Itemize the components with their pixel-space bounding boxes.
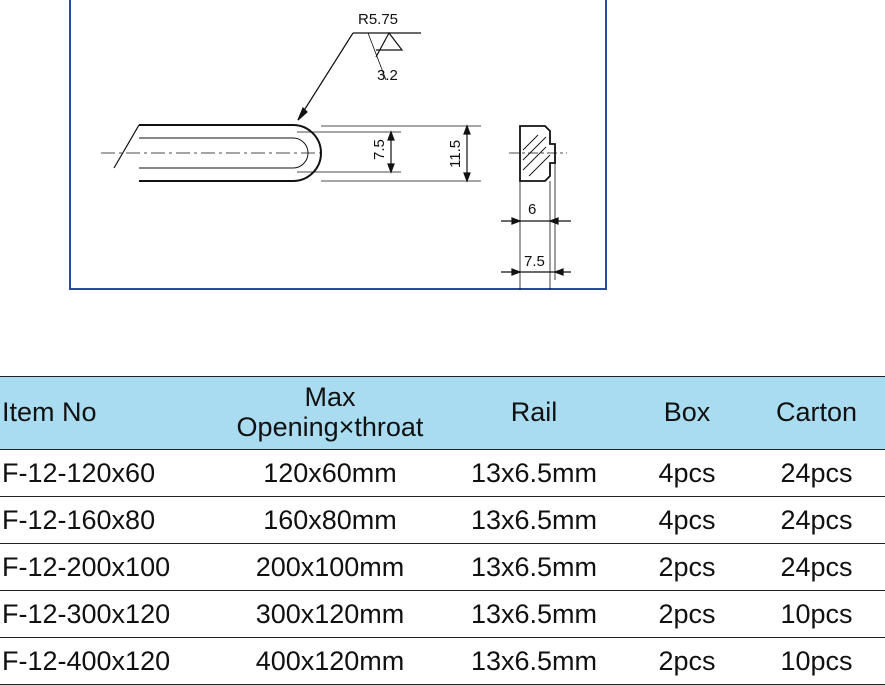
cell-carton: 10pcs (748, 590, 885, 638)
header-box: Box (626, 376, 748, 450)
drawing-svg: R5.75 3.2 7.5 11.5 6 7.5 (101, 11, 571, 290)
dim-outer-label: 11.5 (447, 140, 464, 168)
radius-label: R5.75 (358, 11, 398, 28)
cross-section (519, 125, 556, 182)
dim-wide-label: 7.5 (524, 253, 545, 270)
cell-item: F-12-200x100 (0, 543, 218, 591)
header-max-opening: Max Opening×throat (218, 376, 442, 450)
dim-outer-arrows (463, 124, 471, 183)
cell-rail: 13x6.5mm (442, 637, 626, 685)
header-item-no: Item No (0, 376, 218, 450)
cell-rail: 13x6.5mm (442, 496, 626, 544)
cell-box: 2pcs (626, 637, 748, 685)
cell-box: 4pcs (626, 449, 748, 497)
cell-opening: 300x120mm (218, 590, 442, 638)
radius-arrow (297, 106, 308, 121)
rail-break-line (113, 124, 140, 169)
cell-opening: 200x100mm (218, 543, 442, 591)
cell-item: F-12-400x120 (0, 637, 218, 685)
cell-item: F-12-300x120 (0, 590, 218, 638)
technical-drawing: R5.75 3.2 7.5 11.5 6 7.5 (69, 0, 607, 290)
table-row: F-12-120x60 120x60mm 13x6.5mm 4pcs 24pcs (0, 449, 885, 497)
cell-carton: 24pcs (748, 543, 885, 591)
header-rail: Rail (442, 376, 626, 450)
table-row: F-12-160x80 160x80mm 13x6.5mm 4pcs 24pcs (0, 496, 885, 544)
table-row: F-12-400x120 400x120mm 13x6.5mm 2pcs 10p… (0, 637, 885, 685)
cell-opening: 400x120mm (218, 637, 442, 685)
dim-inner-label: 7.5 (371, 139, 388, 160)
dim-narrow-label: 6 (528, 201, 536, 218)
cell-carton: 24pcs (748, 449, 885, 497)
dim-inner-arrows (387, 130, 395, 174)
cell-item: F-12-160x80 (0, 496, 218, 544)
roughness-leader (367, 32, 387, 81)
cross-section-hatch (522, 134, 551, 177)
cell-box: 4pcs (626, 496, 748, 544)
header-carton: Carton (748, 376, 885, 450)
table-row: F-12-300x120 300x120mm 13x6.5mm 2pcs 10p… (0, 590, 885, 638)
cell-rail: 13x6.5mm (442, 449, 626, 497)
cell-opening: 120x60mm (218, 449, 442, 497)
cell-rail: 13x6.5mm (442, 543, 626, 591)
table-header-row: Item No Max Opening×throat Rail Box Cart… (0, 376, 885, 450)
cell-opening: 160x80mm (218, 496, 442, 544)
dim-wide-arrows (511, 268, 564, 276)
header-max-line1: Max (304, 382, 356, 413)
cell-carton: 10pcs (748, 637, 885, 685)
cell-carton: 24pcs (748, 496, 885, 544)
cell-box: 2pcs (626, 590, 748, 638)
cell-item: F-12-120x60 (0, 449, 218, 497)
roughness-symbol (375, 31, 404, 58)
dim-narrow-arrows (511, 217, 559, 225)
roughness-label: 3.2 (377, 67, 398, 84)
cell-box: 2pcs (626, 543, 748, 591)
header-max-line2: Opening×throat (236, 412, 424, 442)
spec-table: Item No Max Opening×throat Rail Box Cart… (0, 376, 885, 685)
cell-rail: 13x6.5mm (442, 590, 626, 638)
radius-leader (297, 32, 354, 121)
table-row: F-12-200x100 200x100mm 13x6.5mm 2pcs 24p… (0, 543, 885, 591)
